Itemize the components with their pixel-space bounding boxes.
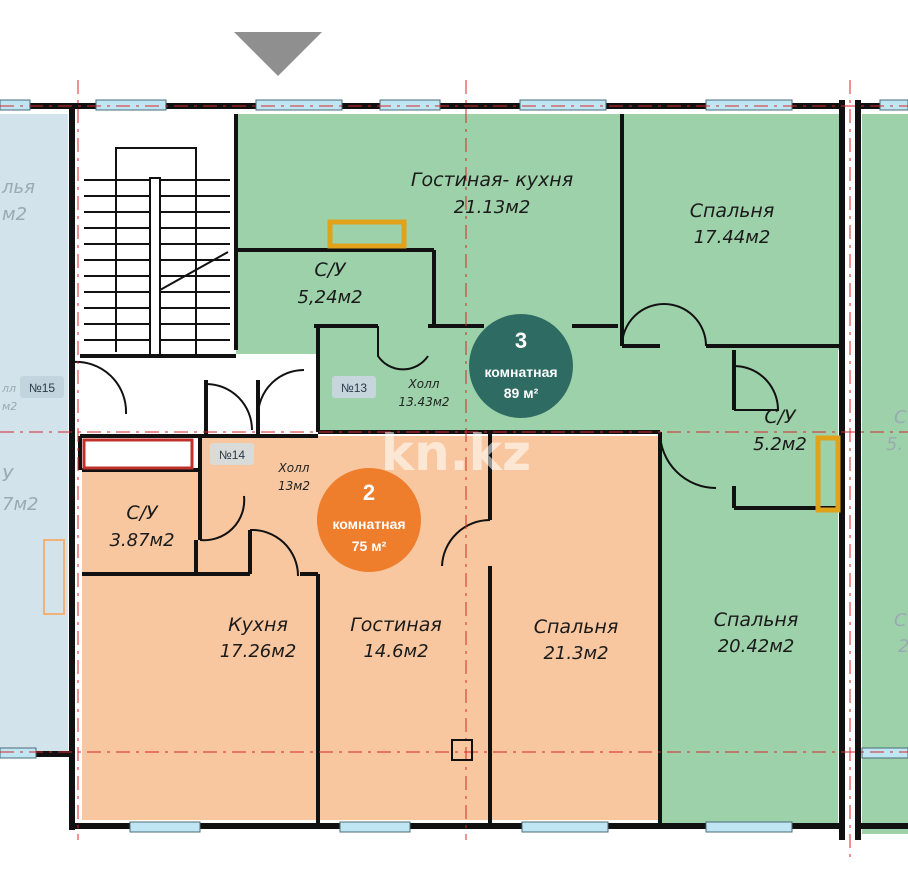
axis-lines (0, 80, 908, 860)
north-arrow-icon (234, 32, 322, 76)
room-area-bedroom-1: 17.44м2 (694, 227, 771, 248)
room-area-bathroom-1: 5,24м2 (297, 287, 362, 308)
apartment-3-badge-area: 89 м² (504, 385, 539, 401)
vent-shaft (815, 435, 841, 513)
column-square (451, 739, 473, 761)
neighbor-left-fragment: 7м2 (2, 494, 38, 515)
interior-walls (78, 114, 842, 826)
room-name-living: Гостиная (350, 614, 442, 636)
neighbor-left-fragment: м2 (2, 204, 27, 225)
unit-tag-13: №13 (341, 381, 368, 395)
neighbor-right-fragment: С (894, 407, 907, 428)
room-area-bedroom-3: 21.3м2 (543, 643, 608, 664)
door-swings (71, 303, 780, 577)
room-name-living-kitchen: Гостиная- кухня (411, 169, 573, 191)
neighbor-right-fragment: С (894, 610, 907, 631)
room-area-living-kitchen: 21.13м2 (454, 197, 531, 218)
room-area-bathroom-3: 3.87м2 (109, 530, 174, 551)
room-area-kitchen: 17.26м2 (220, 641, 297, 662)
apartment-3-badge: 3 комнатная 89 м² (469, 314, 573, 418)
apartment-2-badge: 2 комнатная 75 м² (317, 468, 421, 572)
room-area-bedroom-2: 20.42м2 (718, 636, 795, 657)
unit-tag-14: №14 (219, 448, 246, 462)
room-name-bedroom-2: Спальня (714, 609, 799, 631)
unit-tag-15-bg (20, 376, 64, 398)
apartment-2-fill (82, 436, 660, 820)
neighbor-left-fragment: лл (1, 382, 16, 395)
neighbor-right-fragment: 5. (886, 434, 903, 455)
apartment-2-badge-area: 75 м² (352, 538, 387, 554)
room-name-bathroom-2: С/У (764, 406, 797, 428)
unit-tag-15: №15 (29, 381, 56, 395)
neighbor-left-fragment: м2 (2, 400, 17, 413)
corridor (68, 356, 318, 436)
room-name-bathroom-3: С/У (126, 502, 159, 524)
unit-tag-14-bg (210, 443, 254, 465)
room-name-bedroom-1: Спальня (690, 200, 775, 222)
watermark: kn.kz (381, 424, 531, 482)
room-area-bathroom-2: 5.2м2 (753, 434, 807, 455)
room-name-kitchen: Кухня (228, 614, 288, 636)
staircase (84, 147, 230, 357)
walls (0, 100, 908, 840)
room-name-bedroom-3: Спальня (534, 616, 619, 638)
unit-tag-13-bg (332, 376, 376, 398)
room-area-hall-2: 13м2 (278, 479, 310, 493)
apartment-3-badge-number: 3 (515, 328, 527, 353)
neighbor-right-area (862, 114, 908, 834)
apartment-3-badge-type: комнатная (484, 364, 557, 380)
apartment-2-badge-type: комнатная (332, 516, 405, 532)
apartment-2-badge-number: 2 (363, 480, 375, 505)
red-shaft (82, 438, 194, 470)
windows (0, 99, 908, 833)
neighbor-left-fragment: У (2, 465, 14, 486)
vent-shaft (327, 219, 407, 249)
room-name-hall-2: Холл (278, 461, 310, 475)
room-name-hall-3: Холл (408, 377, 440, 391)
room-name-bathroom-1: С/У (314, 259, 347, 281)
neighbor-left-area (0, 114, 68, 754)
neighbor-right-fragment: 2 (898, 636, 908, 657)
neighbor-left-fragment: лья (1, 177, 35, 198)
room-area-hall-3: 13.43м2 (398, 395, 449, 409)
room-area-living: 14.6м2 (363, 641, 428, 662)
